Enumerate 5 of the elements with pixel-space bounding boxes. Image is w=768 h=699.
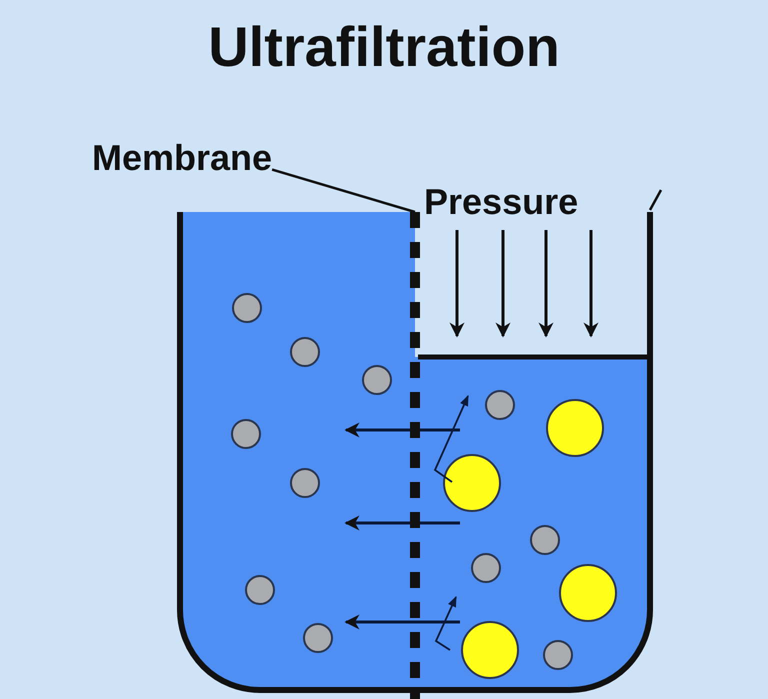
pressure-label: Pressure	[424, 182, 578, 222]
title: Ultrafiltration	[207, 14, 561, 79]
membrane	[410, 212, 420, 699]
membrane-label: Membrane	[92, 138, 272, 178]
leader-line	[272, 168, 416, 214]
